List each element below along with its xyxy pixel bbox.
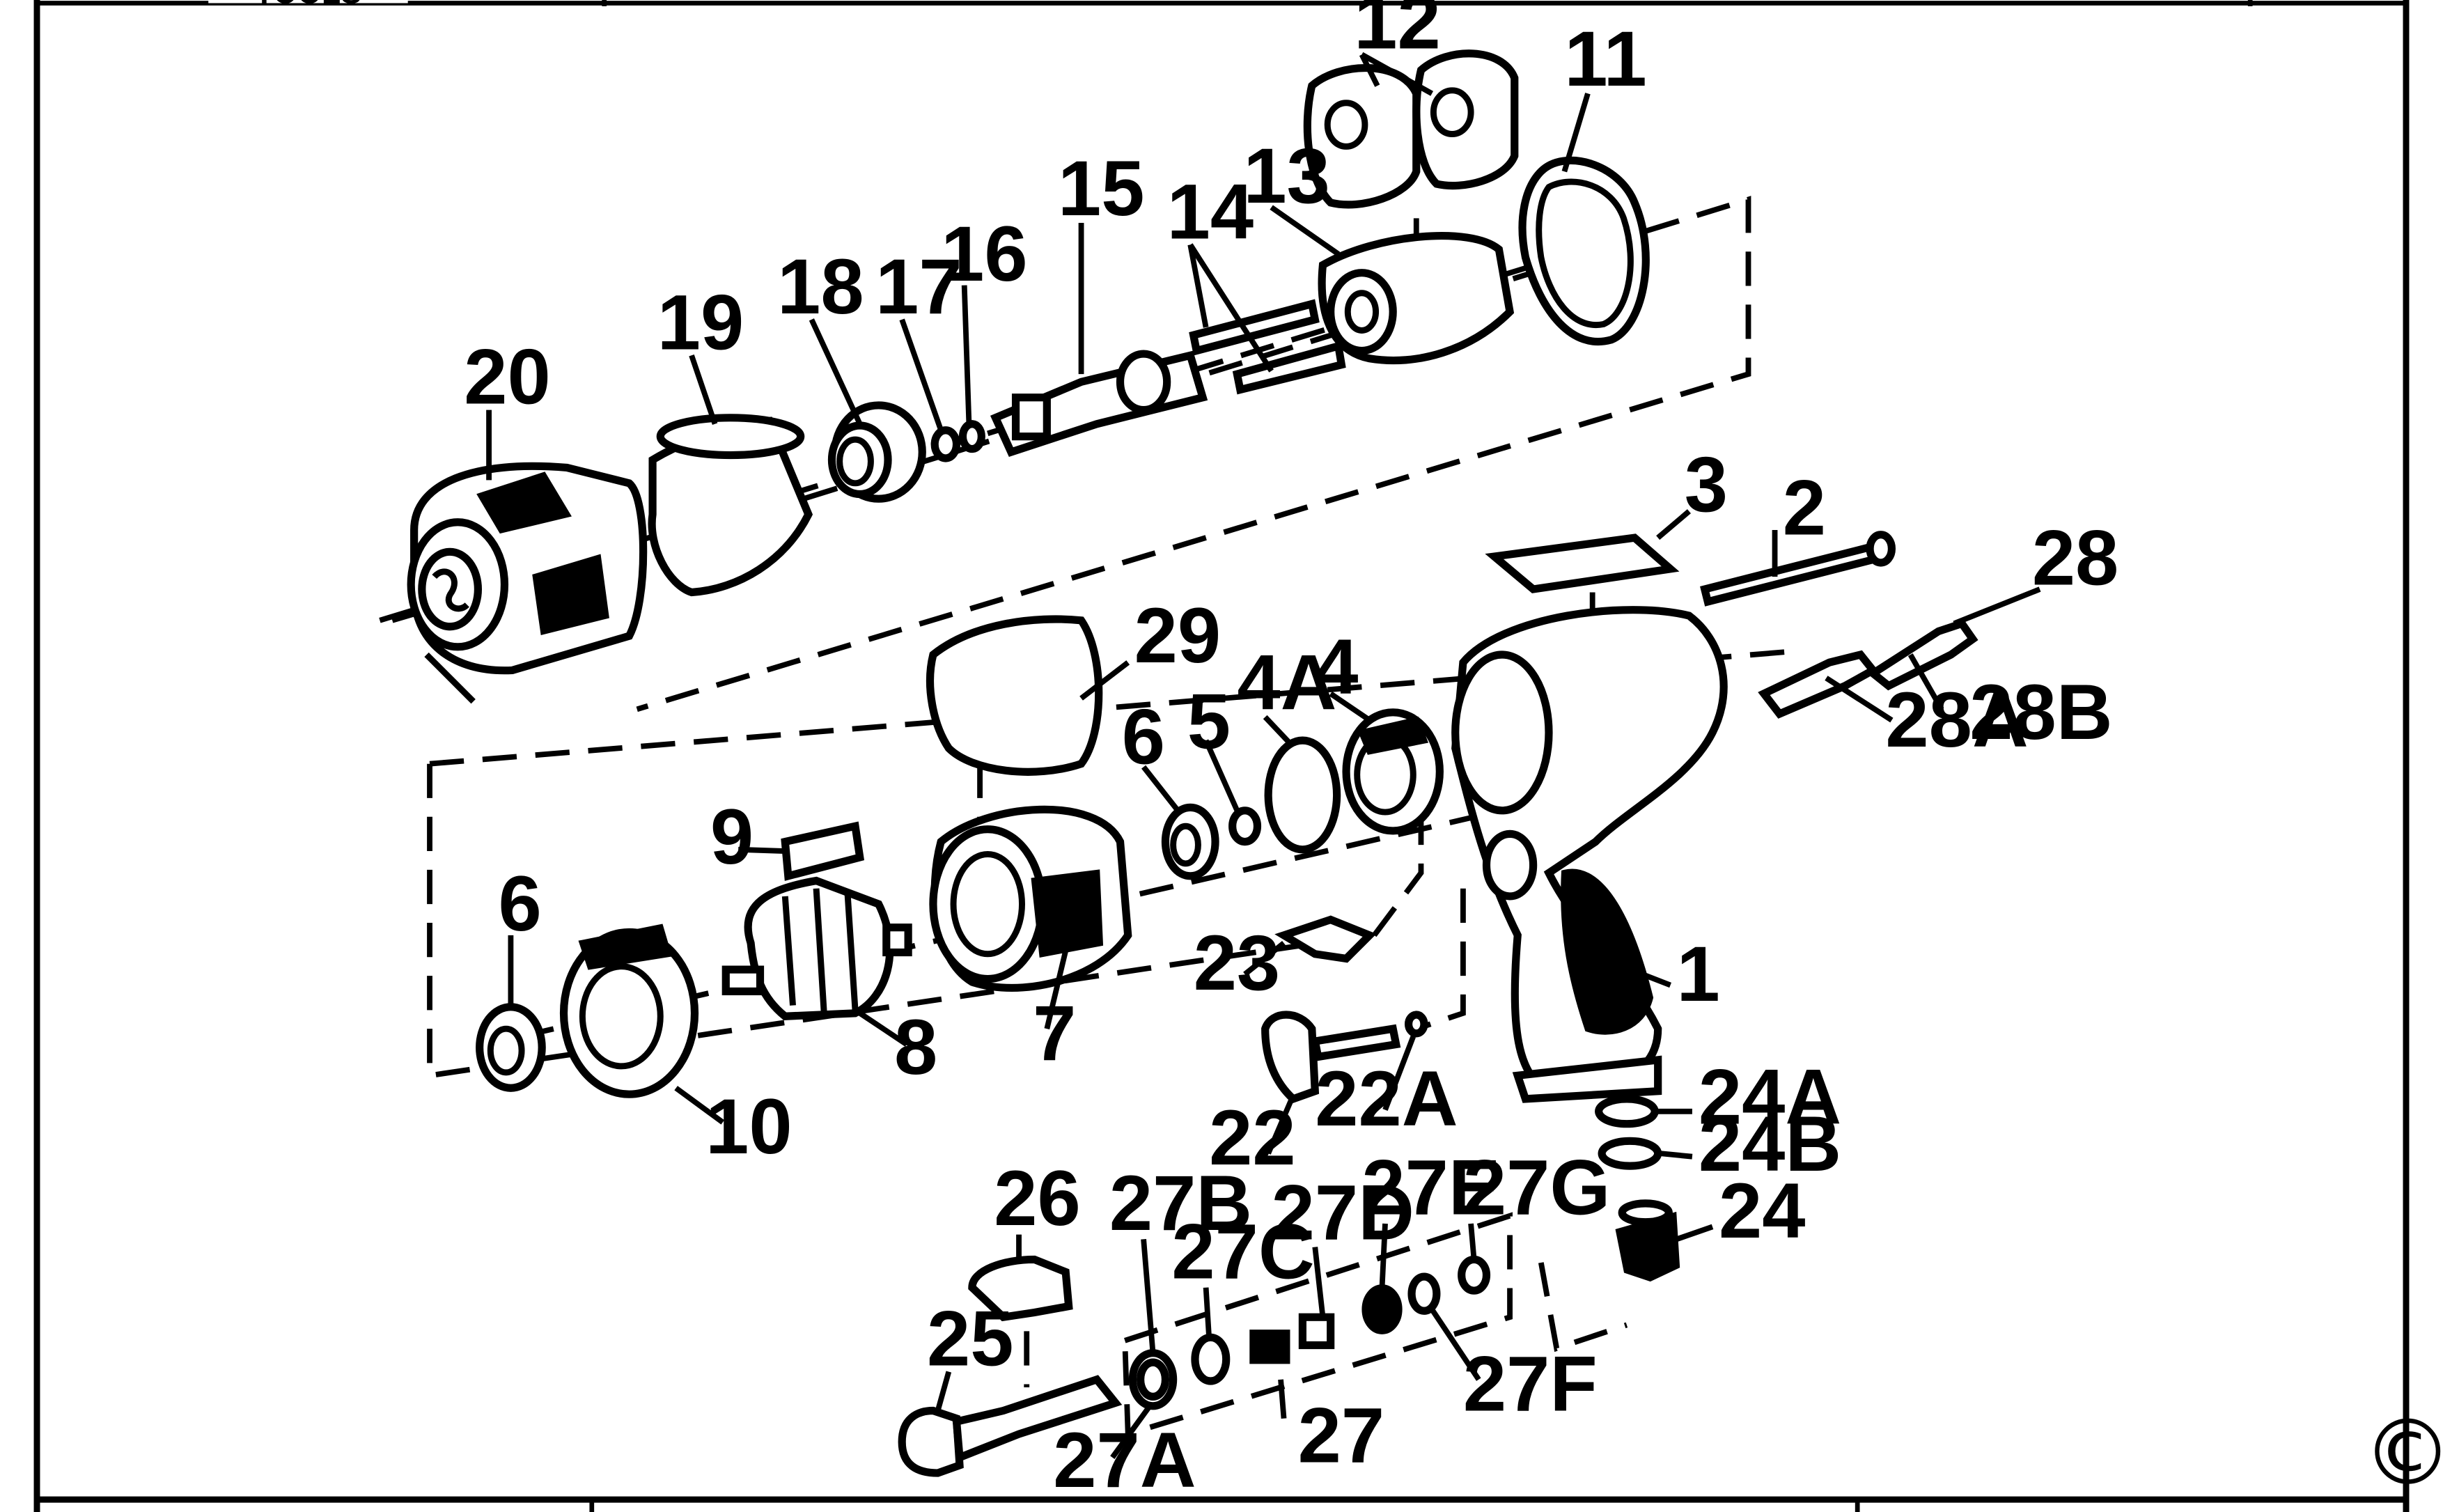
part-6-bearing-lower (476, 1003, 546, 1092)
part-26-valve-cover (968, 1255, 1073, 1322)
part-27e-seal (1361, 1284, 1403, 1334)
part-4-endplate (1342, 708, 1444, 835)
part-27d-spring (1249, 1313, 1335, 1364)
callout-28: 28 (2032, 514, 2118, 601)
part-22a-spring (1404, 1011, 1428, 1038)
part-19-sleeve (648, 414, 813, 597)
callout-27b: 27B (1109, 1160, 1252, 1247)
callout-2: 2 (1783, 465, 1826, 552)
drawing-frame: TOOLS (6, 0, 2437, 1512)
callout-27: 27 (1298, 1392, 1384, 1479)
callout-3: 3 (1685, 441, 1728, 528)
callout-11: 11 (1564, 15, 1646, 102)
callout-24: 24 (1719, 1167, 1805, 1254)
part-27g-ring (1458, 1255, 1491, 1295)
callout-27a: 27A (1053, 1417, 1196, 1504)
callout-4a: 4A (1237, 639, 1336, 726)
part-27c-ring (1191, 1333, 1231, 1385)
callout-27g: 27G (1463, 1144, 1611, 1231)
part-17-washer (930, 426, 961, 462)
part-4a-oring (1264, 736, 1341, 854)
callout-28b: 28B (1969, 669, 2112, 756)
part-27b-ring (1137, 1358, 1170, 1401)
part-22-trigger (1261, 1011, 1401, 1104)
callout-24a: 24A (1699, 1054, 1841, 1141)
copyright-mark: © (2362, 1401, 2443, 1506)
callout-22a: 22A (1315, 1055, 1458, 1142)
callout-6-upper: 6 (1122, 694, 1165, 781)
part-3-label (1485, 533, 1680, 593)
part-9-vane (781, 821, 865, 881)
part-6-bearing-upper (1161, 803, 1219, 880)
header-brand-text: TOOLS (208, 0, 408, 10)
callout-labels: 1 2 3 4 4A 5 6 6 7 8 9 10 11 12 13 14 15… (464, 0, 2118, 1504)
callout-23: 23 (1194, 919, 1280, 1006)
callout-19: 19 (657, 279, 744, 366)
callout-27e: 27E (1361, 1144, 1500, 1231)
callout-5: 5 (1187, 678, 1231, 765)
callout-13: 13 (1243, 132, 1329, 219)
callout-20: 20 (464, 334, 550, 421)
part-14-pins (1189, 299, 1346, 395)
part-28b-screw (1866, 618, 1978, 691)
part-8-rotor (721, 876, 912, 1020)
callout-28a: 28A (1885, 676, 2028, 763)
part-18-bushing (827, 401, 926, 503)
part-16-ring (958, 420, 985, 453)
callout-6-lower: 6 (499, 860, 542, 947)
part-29-sleeve (926, 615, 1103, 776)
callout-8: 8 (894, 1004, 937, 1091)
part-13-hammer-frame (1318, 232, 1515, 365)
callout-27c: 27C (1171, 1208, 1314, 1295)
part-27f-ring (1407, 1272, 1441, 1315)
callout-26: 26 (994, 1155, 1080, 1242)
callout-14: 14 (1167, 168, 1254, 255)
part-24b-gasket (1598, 1137, 1662, 1170)
part-1-housing (1451, 606, 1728, 1103)
part-23-lever (1274, 915, 1377, 963)
callout-22: 22 (1209, 1094, 1295, 1181)
part-20-boot (407, 462, 648, 704)
callout-4: 4 (1315, 623, 1358, 710)
callout-29: 29 (1134, 592, 1221, 679)
part-11-gasket (1518, 157, 1650, 346)
part-15-anvil (990, 350, 1208, 457)
callout-27d: 27D (1272, 1169, 1414, 1256)
callout-10: 10 (705, 1083, 792, 1170)
part-2-bolt (1700, 531, 1896, 607)
callout-15: 15 (1058, 145, 1144, 232)
part-24a-gasket (1595, 1095, 1659, 1128)
callout-17: 17 (875, 243, 962, 330)
part-7-cylinder (929, 805, 1132, 992)
leader-lines (486, 52, 2041, 1459)
callout-12: 12 (1354, 0, 1440, 65)
svg-text:TOOLS: TOOLS (255, 0, 361, 10)
part-24-inlet (1615, 1199, 1680, 1282)
callout-9: 9 (710, 793, 754, 880)
callout-16: 16 (941, 210, 1027, 297)
callout-18: 18 (777, 243, 864, 330)
part-5-ring (1228, 806, 1262, 846)
part-10-endplate (559, 923, 699, 1098)
callout-1: 1 (1677, 930, 1720, 1018)
part-25-valve-stem (898, 1375, 1123, 1477)
callout-25: 25 (927, 1295, 1013, 1382)
callout-27f: 27F (1463, 1341, 1598, 1428)
callout-7: 7 (1033, 990, 1076, 1077)
part-12-hammers (1303, 49, 1519, 209)
callout-24b: 24B (1699, 1100, 1841, 1187)
